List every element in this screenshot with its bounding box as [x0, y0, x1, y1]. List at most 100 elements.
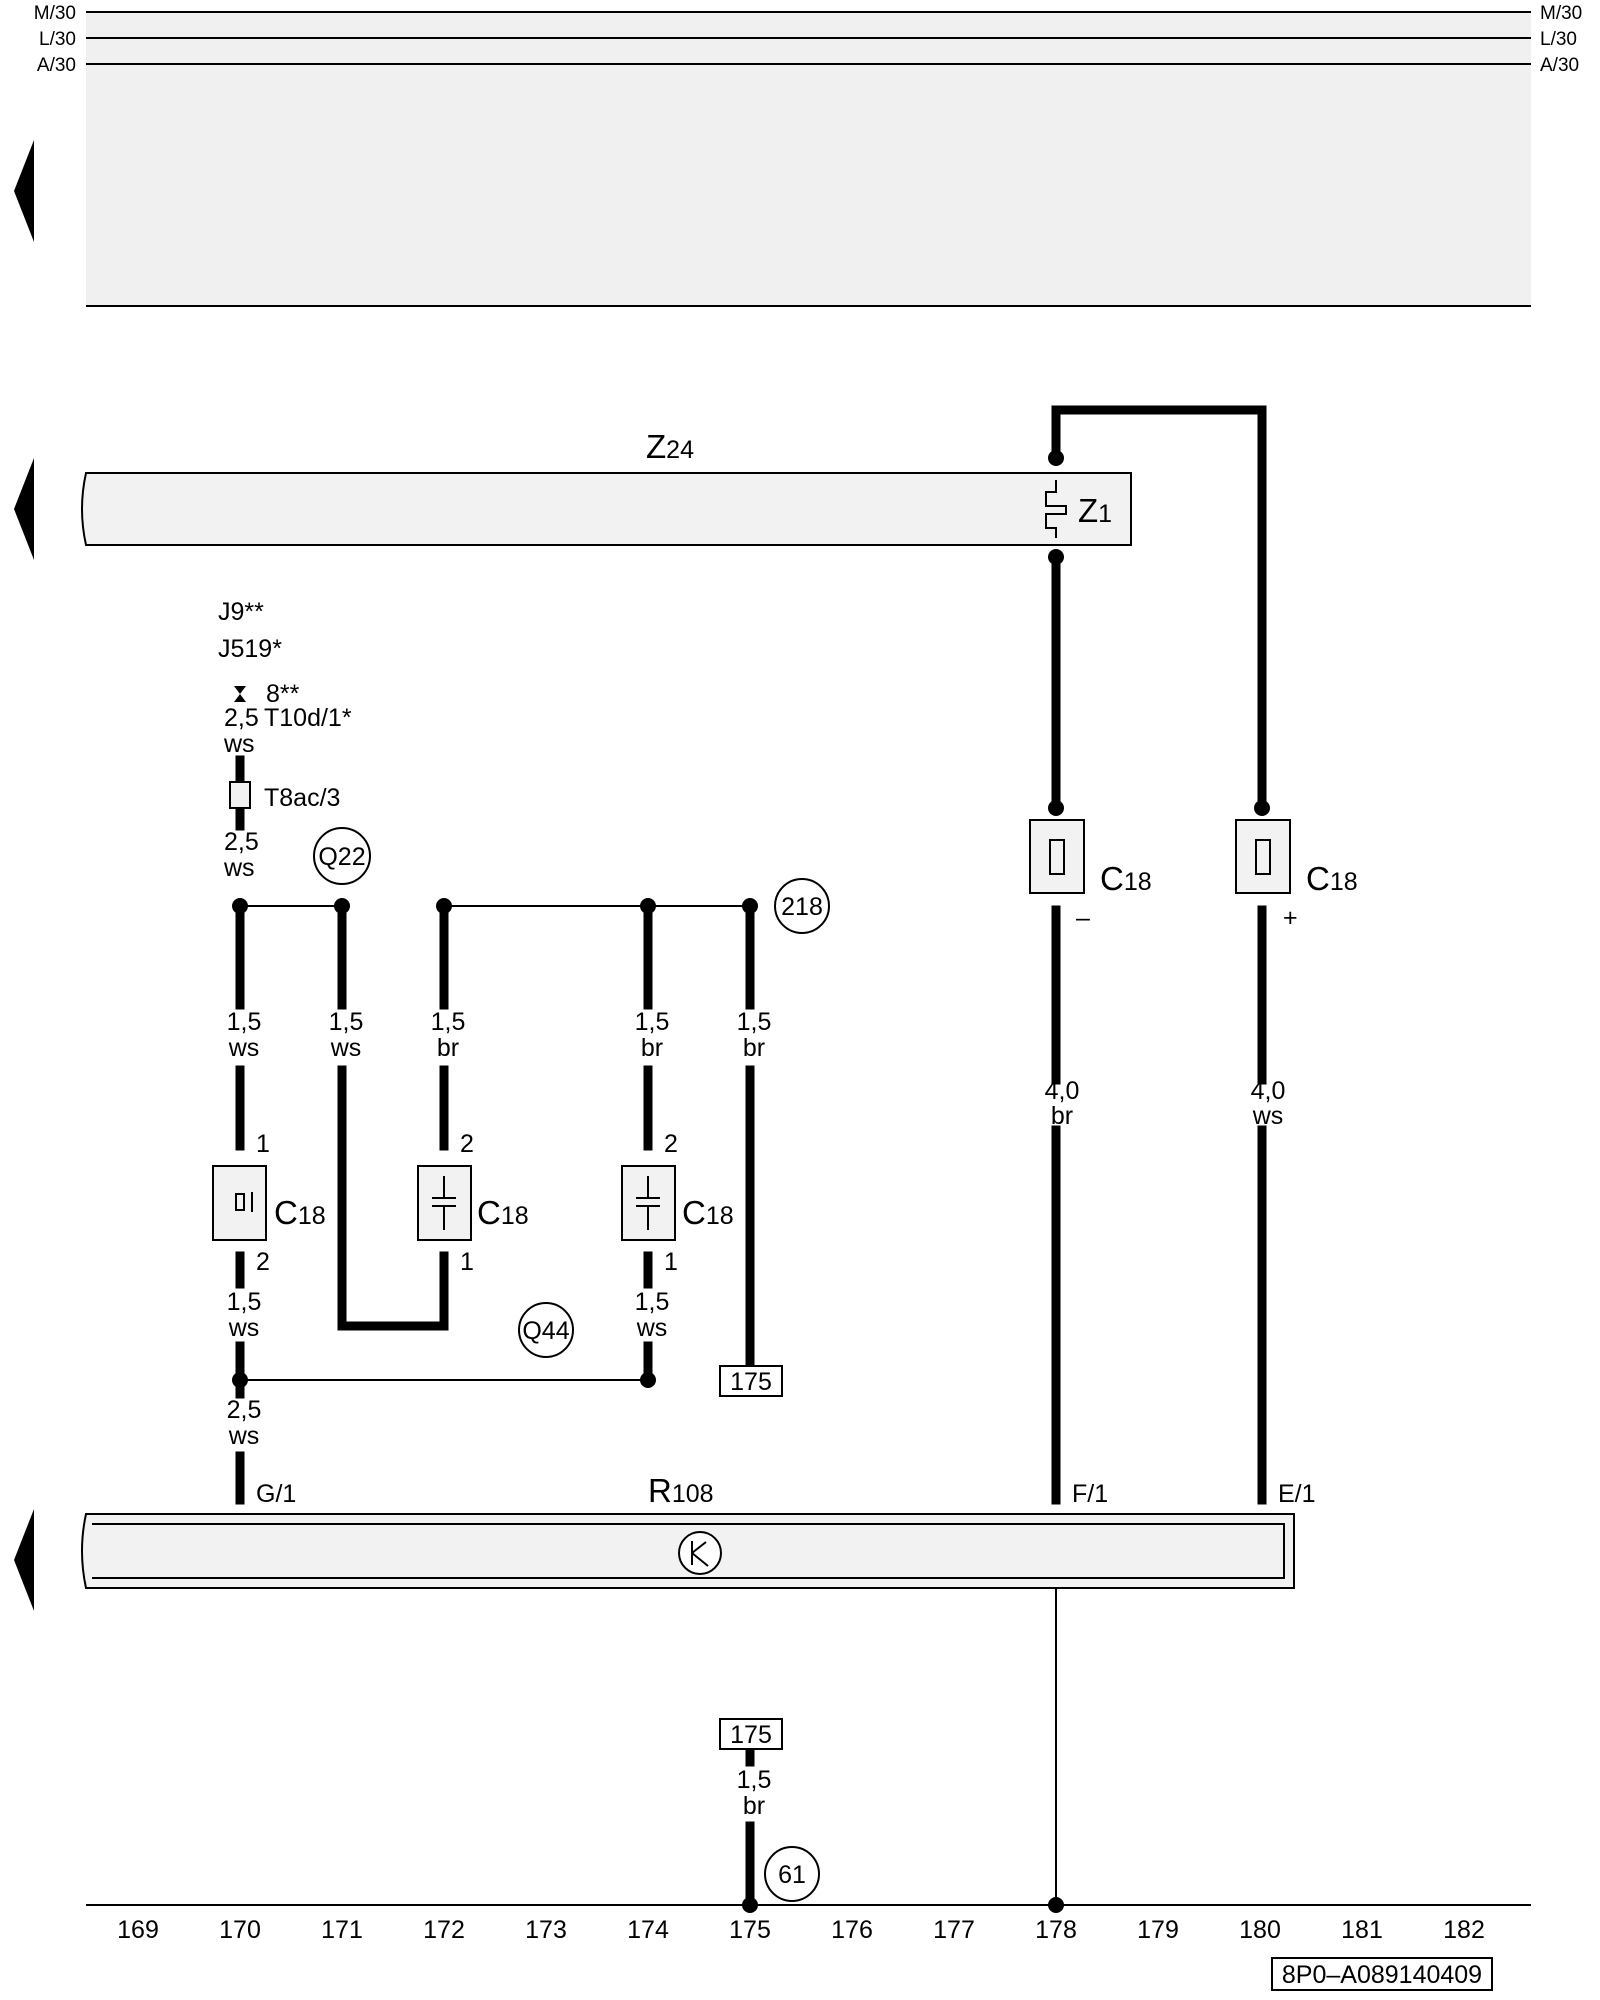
z24-label: Z24 [646, 428, 694, 465]
continuation-arrow-icon [14, 458, 34, 560]
wire-color-label: ws [636, 1314, 668, 1342]
footer-code-label: 8P0–A089140409 [1282, 1961, 1482, 1989]
wire-color-label: br [743, 1034, 765, 1062]
junction-dot [1254, 800, 1270, 816]
ref-box-175-lower: 175 [719, 1718, 783, 1750]
c18-label: C18 [682, 1194, 734, 1231]
z1-label: Z1 [1078, 492, 1112, 529]
wire-color-label: ws [223, 730, 255, 758]
pin-plus-label: + [1283, 904, 1298, 932]
c18-label: C18 [1100, 860, 1152, 897]
wire-size-label: 4,0 [1045, 1077, 1080, 1105]
wire-size-label: 1,5 [329, 1008, 364, 1036]
wire-size-label: 2,5 [227, 1396, 262, 1424]
t8ac-label: T8ac/3 [264, 784, 340, 812]
pin-number: 1 [460, 1248, 474, 1276]
j9-label: J9** [218, 598, 264, 626]
wire-size-label: 4,0 [1251, 1077, 1286, 1105]
c18-capacitor-172: 2 1 C18 [417, 1130, 529, 1276]
pin-e1-label: E/1 [1278, 1480, 1316, 1508]
pin-number: 1 [256, 1130, 270, 1158]
rail-label-l30-right: L/30 [1540, 29, 1577, 50]
ref-q22-label: Q22 [318, 843, 365, 871]
junction-dot [640, 898, 656, 914]
junction-dot [1048, 549, 1064, 565]
junction-dot [436, 898, 452, 914]
grid-numbers: 169 170 171 172 173 174 175 176 177 178 … [117, 1916, 1485, 1944]
c18-label: C18 [274, 1194, 326, 1231]
grid-number: 180 [1239, 1916, 1281, 1944]
wire-size-label: 1,5 [737, 1008, 772, 1036]
wire-size-label: 1,5 [737, 1766, 772, 1794]
wire-size-label: 2,5 [224, 828, 259, 856]
continuation-arrow-icon [14, 1509, 34, 1611]
junction-dot [1048, 450, 1064, 466]
top-region-background [86, 12, 1531, 306]
grid-number: 178 [1035, 1916, 1077, 1944]
wire-color-label: ws [330, 1034, 362, 1062]
rail-label-m30-right: M/30 [1540, 3, 1582, 24]
c18-speaker-178: C18 – [1029, 819, 1152, 932]
rail-label-m30-left: M/30 [34, 3, 76, 24]
ref-box-175-upper: 175 [719, 1365, 783, 1397]
wire-size-label: 1,5 [227, 1288, 262, 1316]
grid-number: 173 [525, 1916, 567, 1944]
grid-number: 175 [729, 1916, 771, 1944]
pin-f1-label: F/1 [1072, 1480, 1108, 1508]
ref-box-175-lower-label: 175 [730, 1721, 772, 1749]
top-fuse-region: M/30 L/30 A/30 M/30 L/30 A/30 [34, 3, 1582, 307]
grid-number: 176 [831, 1916, 873, 1944]
grid-number: 181 [1341, 1916, 1383, 1944]
ref-61-circle [764, 1846, 820, 1902]
ref-61-label: 61 [778, 1861, 806, 1889]
pin-number: 2 [460, 1130, 474, 1158]
ref-q44-circle [518, 1302, 574, 1358]
wire-size-label: 1,5 [635, 1288, 670, 1316]
wire-color-label: ws [228, 1034, 260, 1062]
pin-number: 1 [664, 1248, 678, 1276]
grid-number: 170 [219, 1916, 261, 1944]
grid-number: 171 [321, 1916, 363, 1944]
pin-g1-label: G/1 [256, 1480, 296, 1508]
c18-label: C18 [477, 1194, 529, 1231]
junction-dot [742, 898, 758, 914]
wire-size-label: 1,5 [227, 1008, 262, 1036]
pin-number: 2 [664, 1130, 678, 1158]
z1-heating-element-icon [1045, 480, 1067, 538]
ground-junction-dot [1048, 1897, 1064, 1913]
grid-number: 182 [1443, 1916, 1485, 1944]
connector-terminal-icon [234, 686, 246, 702]
transistor-icon [678, 1531, 722, 1575]
rail-label-a30-right: A/30 [1540, 55, 1579, 76]
c18-tweeter-170: 1 2 C18 [212, 1130, 326, 1276]
continuation-arrow-icon [14, 140, 34, 242]
r108-component: R108 G/1 F/1 E/1 [81, 1472, 1316, 1589]
grid-number: 169 [117, 1916, 159, 1944]
ref-box-175-upper-label: 175 [730, 1368, 772, 1396]
junction-dot [334, 898, 350, 914]
pin-minus-label: – [1076, 904, 1090, 932]
wire-color-label: ws [228, 1422, 260, 1450]
pin-number: 2 [256, 1248, 270, 1276]
grid-number: 174 [627, 1916, 669, 1944]
ref-218-label: 218 [781, 893, 823, 921]
t10d-label: T10d/1* [264, 704, 352, 732]
ref-218-circle [774, 878, 830, 934]
wire-color-label: ws [228, 1314, 260, 1342]
j519-label: J519* [218, 635, 282, 663]
z24-component: Z24 Z1 [81, 428, 1132, 546]
junction-dot [232, 898, 248, 914]
junction-dot [640, 1372, 656, 1388]
wire-color-label: ws [1252, 1102, 1284, 1130]
rail-label-a30-left: A/30 [37, 55, 76, 76]
footer-code: 8P0–A089140409 [1271, 1957, 1493, 1991]
grid-number: 177 [933, 1916, 975, 1944]
c18-capacitor-174: 2 1 C18 [621, 1130, 734, 1276]
wire-color-label: br [641, 1034, 663, 1062]
ref-q44-label: Q44 [522, 1317, 569, 1345]
connector-8-label: 8** [266, 680, 300, 708]
wire-size-label: 2,5 [224, 704, 259, 732]
wire-color-label: br [1051, 1102, 1073, 1130]
r108-label: R108 [648, 1472, 714, 1509]
